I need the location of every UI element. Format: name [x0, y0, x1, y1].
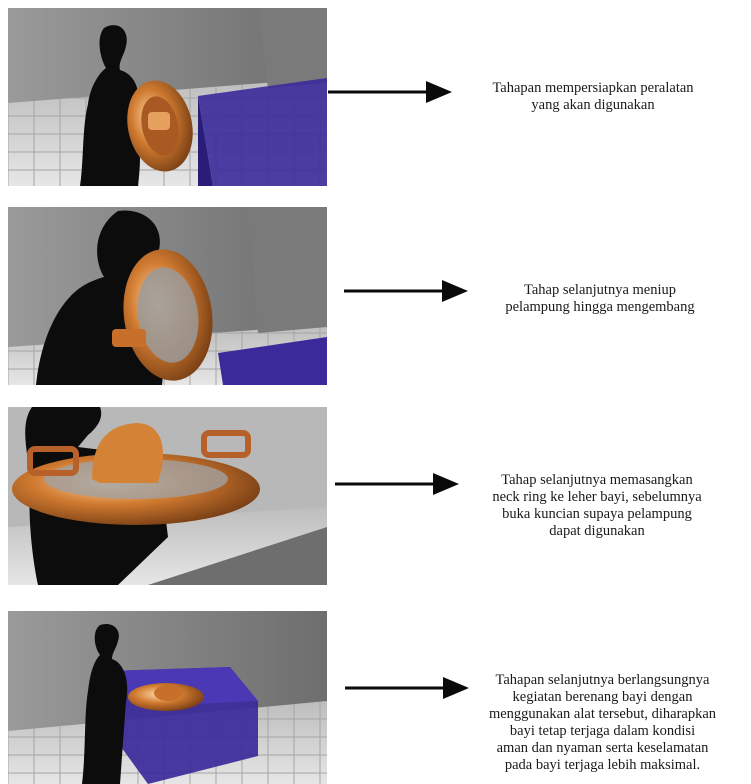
arrow-1 — [328, 81, 452, 103]
caption-line: menggunakan alat tersebut, diharapkan — [488, 706, 717, 722]
caption-line: yang akan digunakan — [531, 97, 655, 113]
step-3-image — [8, 407, 327, 585]
arrow-2 — [344, 280, 468, 302]
step-1-image — [8, 8, 327, 186]
caption-line: pada bayi terjaga lebih maksimal. — [504, 757, 701, 773]
caption-line: buka kuncian supaya pelampung — [502, 506, 692, 522]
step-1-caption: Tahapan mempersiapkan peralatan yang aka… — [458, 80, 728, 114]
step-2-image — [8, 207, 327, 385]
caption-line: bayi tetap terjaga dalam kondisi — [509, 723, 696, 739]
caption-line: Tahap selanjutnya meniup — [524, 282, 676, 298]
caption-line: dapat digunakan — [549, 523, 645, 539]
step-4-caption: Tahapan selanjutnya berlangsungnya kegia… — [460, 672, 745, 774]
caption-line: Tahap selanjutnya memasangkan — [501, 472, 693, 488]
step-2-caption: Tahap selanjutnya meniup pelampung hingg… — [475, 282, 725, 316]
step-4-image — [8, 611, 327, 784]
arrow-3 — [335, 473, 459, 495]
step-3-caption: Tahap selanjutnya memasangkan neck ring … — [462, 472, 732, 540]
caption-line: Tahapan selanjutnya berlangsungnya — [495, 672, 710, 688]
caption-line: pelampung hingga mengembang — [505, 299, 695, 315]
caption-line: neck ring ke leher bayi, sebelumnya — [492, 489, 702, 505]
arrow-4 — [345, 677, 469, 699]
caption-line: aman dan nyaman serta keselamatan — [496, 740, 709, 756]
caption-line: Tahapan mempersiapkan peralatan — [492, 80, 694, 96]
caption-line: kegiatan berenang bayi dengan — [512, 689, 693, 705]
